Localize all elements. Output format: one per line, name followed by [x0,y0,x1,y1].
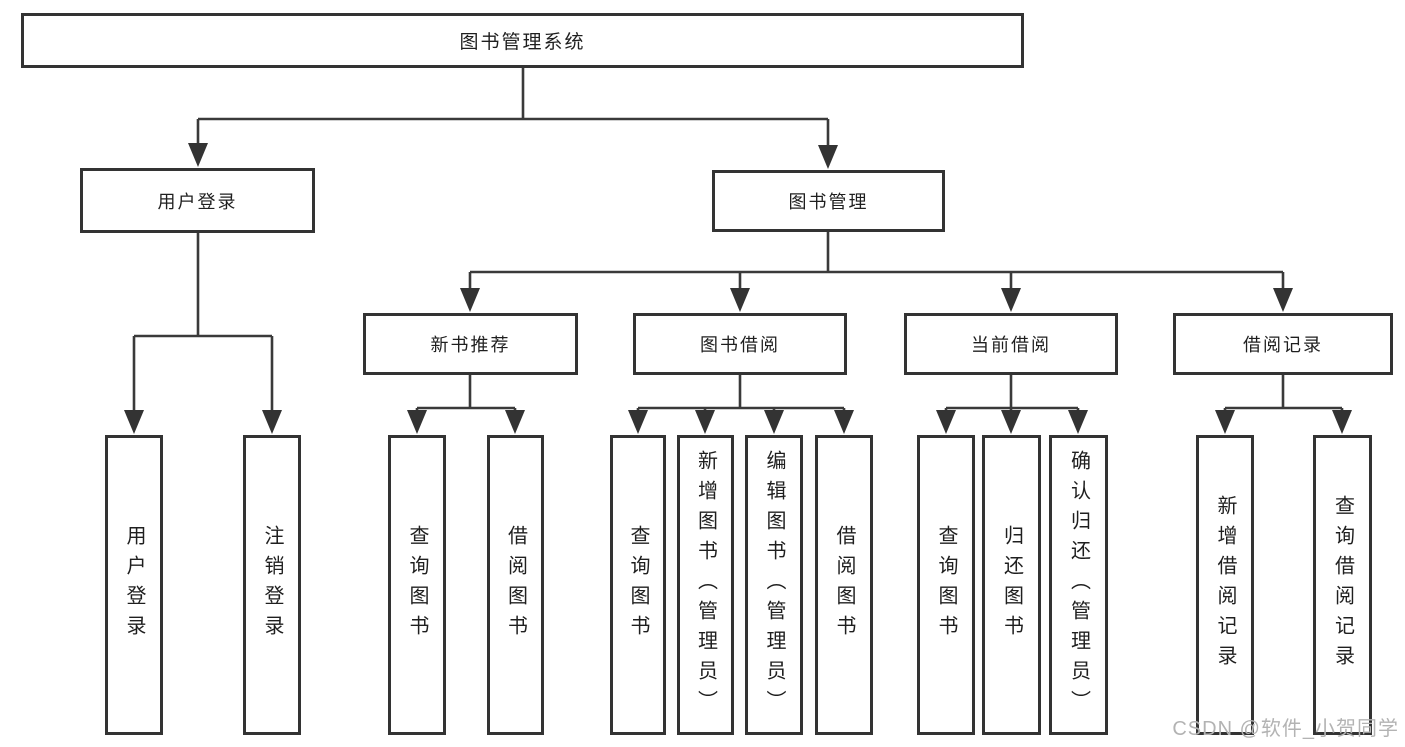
leaf-query-book-borrow-label: 查询图书 [627,525,649,645]
node-borrowing-records: 借阅记录 [1173,313,1393,375]
leaf-query-book-recommend: 查询图书 [388,435,446,735]
leaf-borrow-book-recommend-label: 借阅图书 [504,525,527,645]
leaf-borrow-book: 借阅图书 [815,435,873,735]
node-new-book-recommend-label: 新书推荐 [430,335,511,355]
leaf-query-book-borrow: 查询图书 [610,435,666,735]
leaf-query-book-current-label: 查询图书 [935,525,957,645]
node-book-borrowing-label: 图书借阅 [700,335,780,355]
tree-edges [132,68,1344,412]
leaf-edit-book-admin: 编辑图书（管理员） [745,435,803,735]
node-book-management: 图书管理 [712,170,945,232]
leaf-borrow-book-label: 借阅图书 [833,525,855,645]
node-library-system-label: 图书管理系统 [459,32,586,53]
node-book-borrowing: 图书借阅 [633,313,847,375]
leaf-confirm-return-admin-label: 确认归还（管理员） [1067,450,1090,720]
leaf-add-borrow-record: 新增借阅记录 [1196,435,1254,735]
leaf-return-book: 归还图书 [982,435,1041,735]
leaf-confirm-return-admin: 确认归还（管理员） [1049,435,1108,735]
node-user-login-label: 用户登录 [157,191,238,212]
csdn-watermark: CSDN @软件_小贺同学 [1172,718,1399,740]
node-library-system: 图书管理系统 [21,13,1024,68]
node-borrowing-records-label: 借阅记录 [1243,335,1323,355]
leaf-logout: 注销登录 [243,435,301,735]
node-new-book-recommend: 新书推荐 [363,313,578,375]
node-user-login: 用户登录 [80,168,315,233]
leaf-add-book-admin: 新增图书（管理员） [677,435,734,735]
node-book-management-label: 图书管理 [788,192,869,212]
leaf-query-book-current: 查询图书 [917,435,975,735]
leaf-query-borrow-record-label: 查询借阅记录 [1331,495,1354,675]
leaf-query-borrow-record: 查询借阅记录 [1313,435,1372,735]
node-current-borrowing-label: 当前借阅 [971,335,1051,355]
node-current-borrowing: 当前借阅 [904,313,1118,375]
leaf-borrow-book-recommend: 借阅图书 [487,435,544,735]
leaf-add-book-admin-label: 新增图书（管理员） [694,450,717,720]
leaf-edit-book-admin-label: 编辑图书（管理员） [763,450,785,720]
arrowheads [124,143,1352,434]
leaf-logout-label: 注销登录 [261,525,283,645]
leaf-user-login-label: 用户登录 [123,525,145,645]
leaf-user-login: 用户登录 [105,435,163,735]
leaf-return-book-label: 归还图书 [1000,525,1023,645]
leaf-add-borrow-record-label: 新增借阅记录 [1214,495,1236,675]
leaf-query-book-recommend-label: 查询图书 [406,525,428,645]
